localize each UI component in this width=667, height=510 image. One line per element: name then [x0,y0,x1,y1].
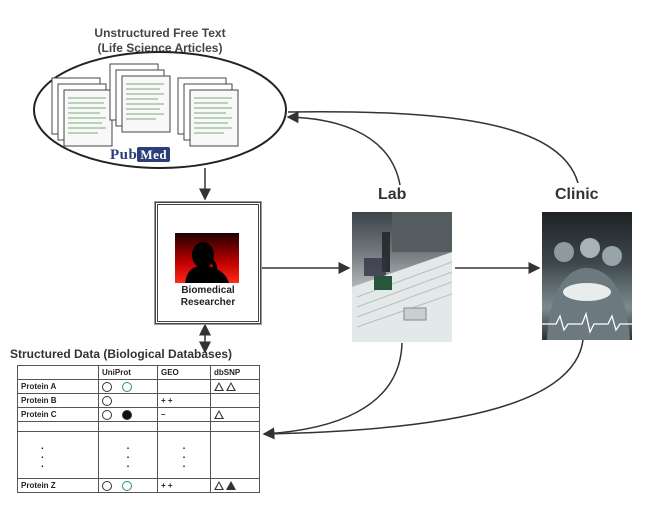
row-label: Protein B [17,393,99,408]
database-table: UniProt GEO dbSNP Protein A Protein B + … [17,365,260,493]
table-row: Protein C – [17,407,260,422]
ellipsis-cell: ... [98,431,158,479]
geo-cell: – [157,407,211,422]
teal-circle-icon [122,480,132,491]
dbsnp-cell [210,379,260,394]
researcher-silhouette-icon [185,242,229,283]
pubmed-logo-pub: Pub [110,147,138,163]
researcher-box: Biomedical Researcher [155,202,261,324]
article-stack-1 [51,77,113,147]
filled-circle-icon [122,409,132,420]
researcher-label: Biomedical Researcher [158,285,258,309]
empty-circle-icon [102,381,112,392]
researcher-photo [175,233,239,283]
empty-cell [210,421,260,432]
article-stack-2 [109,63,171,133]
pubmed-logo-med: Med [137,147,171,162]
table-row-ellipsis: ... ... ... [17,431,260,479]
surgery-image [542,238,632,340]
clinic-photo [542,212,632,340]
table-header-row: UniProt GEO dbSNP [17,365,260,380]
column-header [17,365,99,380]
column-header-uniprot: UniProt [98,365,158,380]
row-label: Protein A [17,379,99,394]
empty-circle-icon [102,480,112,491]
arrow-lab-to-articles [286,111,401,186]
database-title: Structured Data (Biological Databases) [10,347,233,361]
lab-equipment-image [352,212,452,342]
empty-cell [17,421,99,432]
empty-circle-icon [102,409,112,420]
ellipsis-cell: ... [157,431,211,479]
dbsnp-cell [210,407,260,422]
uniprot-cell [98,379,158,394]
empty-cell [157,421,211,432]
dbsnp-cell [210,478,260,493]
arrow-clinic-to-articles [287,111,579,184]
uniprot-cell [98,407,158,422]
filled-triangle-icon [226,481,236,491]
clinic-label: Clinic [555,186,599,203]
column-header-dbsnp: dbSNP [210,365,260,380]
table-row: Protein Z + + [17,478,260,493]
geo-cell: + + [157,478,211,493]
free-text-title: Unstructured Free Text (Life Science Art… [40,26,280,56]
column-header-geo: GEO [157,365,211,380]
open-triangle-icon [214,382,224,392]
open-triangle-icon [214,410,224,420]
geo-cell: + + [157,393,211,408]
geo-cell [157,379,211,394]
free-text-title-line2: (Life Science Articles) [97,41,223,55]
table-row: Protein A [17,379,260,394]
table-row: Protein B + + [17,393,260,408]
dbsnp-cell [210,393,260,408]
researcher-label-line2: Researcher [180,297,236,308]
researcher-label-line1: Biomedical [181,285,235,296]
free-text-title-line1: Unstructured Free Text [94,26,226,40]
open-triangle-icon [214,481,224,491]
open-triangle-icon [226,382,236,392]
teal-circle-icon [122,381,132,392]
lab-label: Lab [378,186,407,203]
heartbeat-line [542,311,632,334]
arrow-lab-to-database [262,342,403,440]
row-label: Protein Z [17,478,99,493]
empty-circle-icon [102,395,112,406]
uniprot-cell [98,393,158,408]
ellipsis-cell: ... [17,431,99,479]
uniprot-cell [98,478,158,493]
lab-photo [352,212,452,342]
empty-cell [98,421,158,432]
row-label: Protein C [17,407,99,422]
arrow-clinic-to-database [263,339,584,435]
empty-cell [210,431,260,479]
article-stack-3 [177,77,239,147]
table-row [17,421,260,432]
